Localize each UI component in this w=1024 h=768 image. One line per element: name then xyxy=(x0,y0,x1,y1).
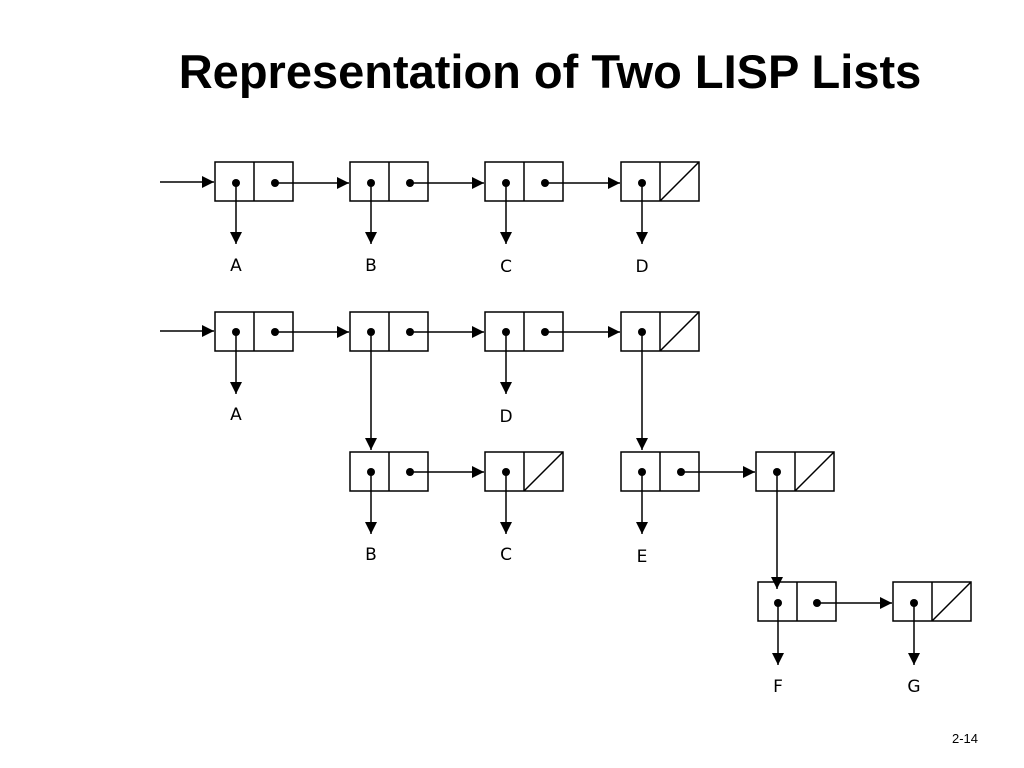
nil-slash xyxy=(659,161,700,202)
atom-label-d: D xyxy=(499,407,512,427)
list1-cell-2 xyxy=(349,161,429,202)
sublist3-cell-2 xyxy=(892,581,972,622)
list2-cell-4 xyxy=(620,311,700,352)
list1 xyxy=(160,161,700,244)
sublist1-cell-2 xyxy=(484,451,564,492)
nil-slash xyxy=(659,311,700,352)
atom-label-e: E xyxy=(637,547,648,567)
sublist3-cell-1 xyxy=(757,581,837,622)
sublist2-cell-2 xyxy=(755,451,835,492)
atom-label-g: G xyxy=(907,677,920,697)
atom-label-c: C xyxy=(500,545,512,565)
atom-label-f: F xyxy=(773,677,783,697)
atom-label-c: C xyxy=(500,257,512,277)
atom-label-b: B xyxy=(365,545,377,565)
nil-slash xyxy=(794,451,835,492)
atom-label-a: A xyxy=(230,256,242,276)
nil-slash xyxy=(931,581,972,622)
list1-cell-3 xyxy=(484,161,564,202)
page-number: 2-14 xyxy=(951,731,978,746)
list2 xyxy=(160,311,972,665)
list1-cell-1 xyxy=(214,161,294,202)
list1-cell-4 xyxy=(620,161,700,202)
slide-title: Representation of Two LISP Lists xyxy=(178,45,922,98)
atom-label-a: A xyxy=(230,405,242,425)
atom-label-d: D xyxy=(635,257,648,277)
nil-slash xyxy=(523,451,564,492)
atom-label-b: B xyxy=(365,256,377,276)
